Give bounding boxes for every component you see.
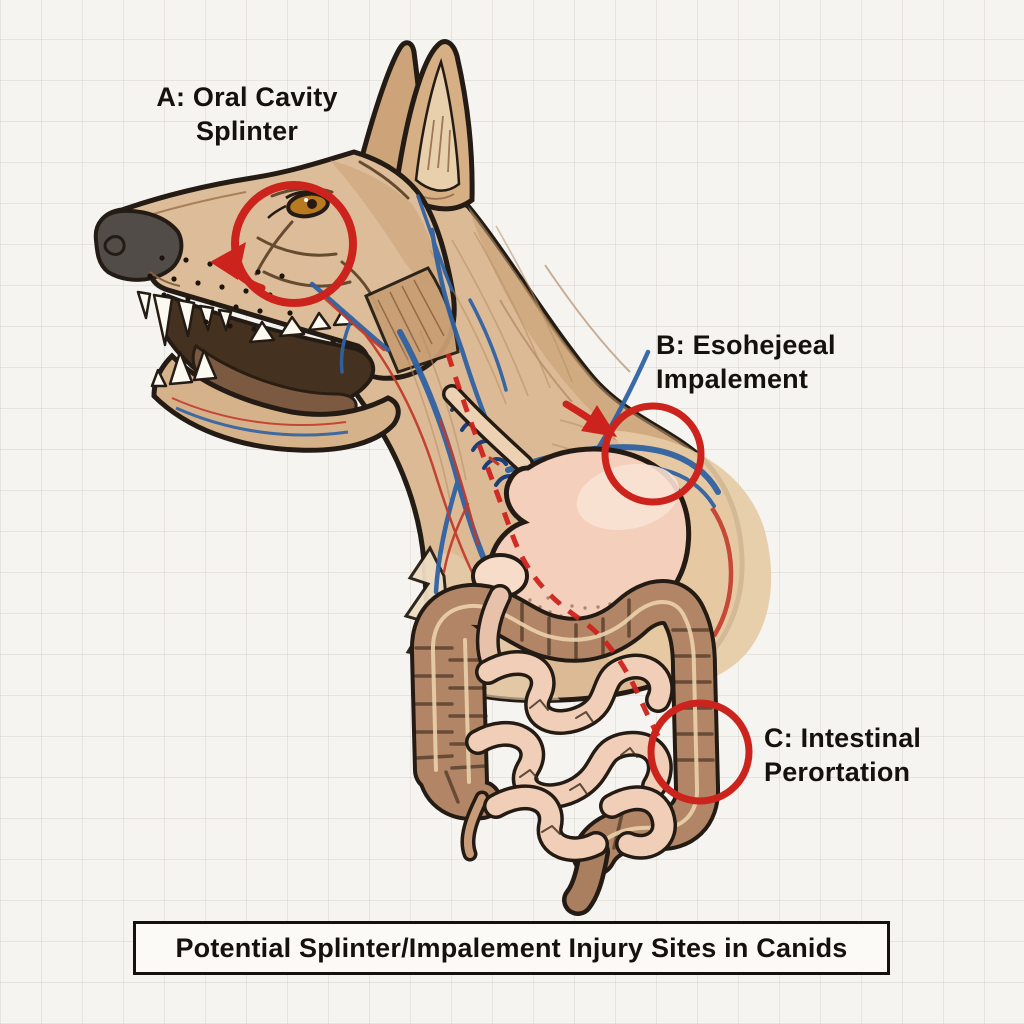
callout-a-label: A: Oral Cavity Splinter: [110, 80, 384, 148]
callout-b-line2: Impalement: [656, 364, 809, 394]
mouth: [136, 266, 460, 453]
eye: [267, 190, 335, 219]
callout-a-line2: Splinter: [195, 116, 299, 146]
nostril: [103, 235, 126, 256]
caption-box: Potential Splinter/Impalement Injury Sit…: [133, 921, 890, 975]
muzzle-bridge-line: [145, 191, 247, 217]
injury-trajectory-dashed-line: [445, 353, 661, 738]
annotation-a: [210, 181, 357, 307]
flank-artery: [710, 506, 734, 638]
ears: [355, 39, 475, 212]
lower-teeth: [150, 309, 354, 388]
circle-c: [647, 699, 753, 805]
caption-text: Potential Splinter/Impalement Injury Sit…: [175, 932, 848, 963]
skull-shading: [330, 160, 446, 296]
circle-a: [231, 181, 357, 307]
annotation-b: [562, 400, 705, 506]
arrow-a-head: [210, 242, 246, 280]
callout-a-line1: A: Oral Cavity: [156, 82, 338, 112]
callout-c-line2: Perortation: [764, 757, 911, 787]
callout-c-label: C: Intestinal Perortation: [764, 721, 1004, 789]
circle-b: [601, 402, 705, 506]
callout-b-label: B: Esohejeeal Impalement: [656, 328, 956, 396]
callout-b-line1: B: Esohejeeal: [656, 330, 836, 360]
annotation-c: [647, 699, 753, 805]
small-intestine: [465, 584, 677, 863]
back-fur-lines: [499, 264, 631, 403]
nose: [93, 208, 184, 287]
intestine-vessel-marks: [519, 699, 638, 835]
arrow-b-head: [581, 405, 617, 437]
callout-c-line1: C: Intestinal: [764, 723, 922, 753]
